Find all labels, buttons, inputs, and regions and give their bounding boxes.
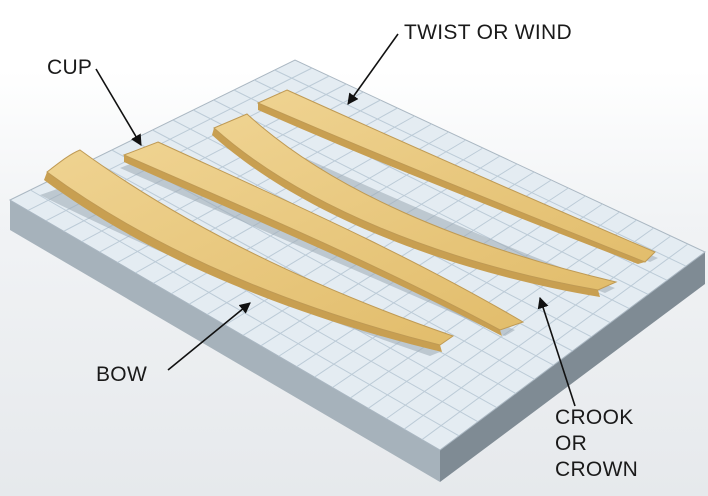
board-cup <box>122 141 525 336</box>
label-crook-or-crown: CROOK OR CROWN <box>555 405 638 483</box>
arrow-bow <box>167 302 251 371</box>
label-twist-or-wind: TWIST OR WIND <box>404 21 572 44</box>
label-crook-line-1: CROOK <box>555 406 634 429</box>
board-bow <box>44 149 455 352</box>
arrow-crook <box>537 296 576 407</box>
table-side-right <box>440 252 705 482</box>
board-crook <box>212 113 618 297</box>
arrow-twist <box>347 33 399 105</box>
table-side-left <box>10 200 440 482</box>
leader-arrows <box>95 33 576 407</box>
label-bow: BOW <box>96 363 148 386</box>
arrow-cup <box>95 68 142 146</box>
label-crook-line-3: CROWN <box>555 458 639 481</box>
label-cup: CUP <box>47 56 93 79</box>
board-twist <box>256 89 656 264</box>
label-crook-line-2: OR <box>555 432 588 455</box>
